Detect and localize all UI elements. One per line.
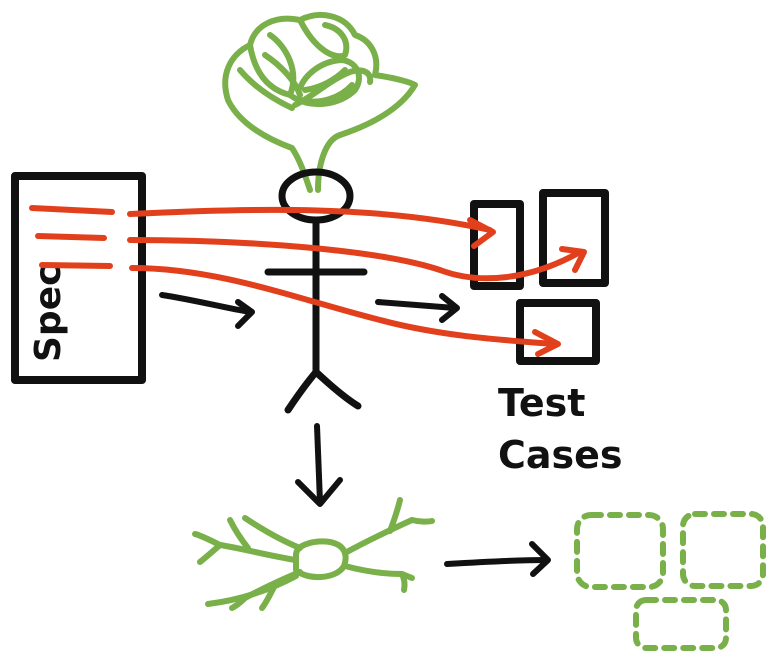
requirement-line — [39, 262, 113, 269]
spec-label: Spec — [28, 265, 69, 362]
mind-map-arrow — [444, 541, 551, 577]
test-cases-label-line2: Cases — [498, 433, 623, 477]
mind-map-icon — [192, 497, 435, 611]
future-test-case-box — [633, 597, 729, 651]
input-arrow — [159, 292, 255, 329]
down-arrow — [295, 423, 343, 507]
trace-arrow — [127, 237, 583, 282]
future-test-case-box — [574, 512, 666, 590]
output-arrow — [375, 293, 460, 323]
test-cases-label-line1: Test — [498, 381, 585, 425]
requirement-line — [35, 233, 107, 241]
test-case-box — [470, 200, 524, 290]
trace-arrow — [127, 206, 493, 233]
test-case-box — [516, 299, 600, 365]
trace-arrow — [129, 265, 558, 347]
future-test-cases-icon — [574, 511, 766, 651]
thought-scribble-icon — [222, 12, 418, 193]
requirement-line — [29, 205, 115, 215]
requirement-traces — [29, 205, 587, 357]
future-test-case-box — [680, 511, 766, 589]
